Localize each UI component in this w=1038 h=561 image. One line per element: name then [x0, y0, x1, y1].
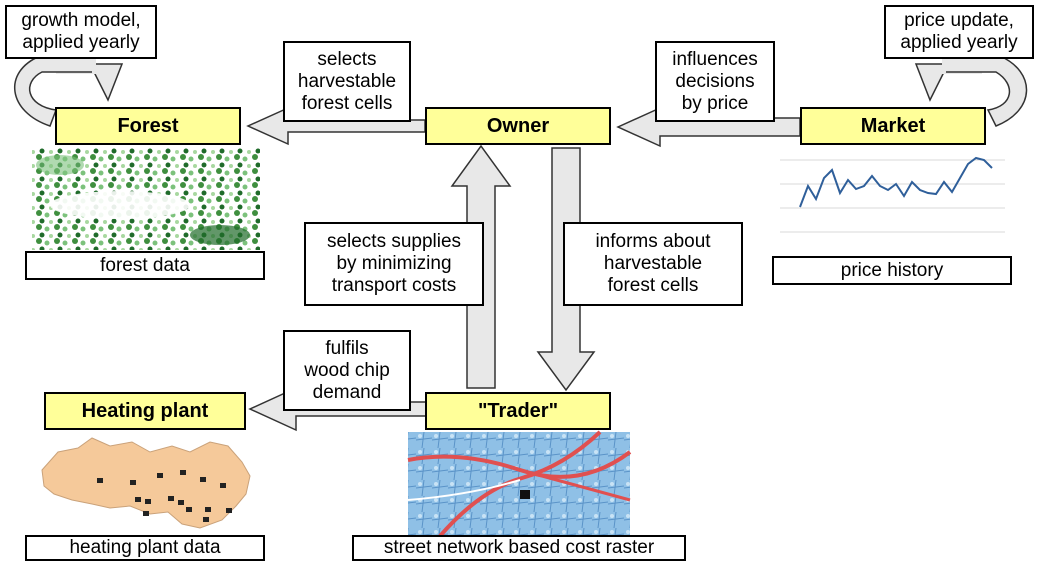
- trader-node: "Trader": [425, 392, 611, 430]
- factory-icon: [143, 511, 149, 516]
- owner-node: Owner: [425, 107, 611, 145]
- heating-plant-node: Heating plant: [44, 392, 246, 430]
- cost-raster-caption: street network based cost raster: [352, 535, 686, 561]
- fulfils-demand-label: fulfils wood chip demand: [283, 330, 411, 411]
- forest-data-caption: forest data: [25, 251, 265, 280]
- street-network-map: [407, 430, 632, 538]
- plant-markers: [97, 470, 232, 522]
- factory-icon: [203, 517, 209, 522]
- factory-icon: [220, 483, 226, 488]
- heating-plant-region-map: [41, 437, 251, 529]
- factory-icon: [130, 480, 136, 485]
- price-history-caption: price history: [772, 256, 1012, 285]
- factory-icon: [186, 507, 192, 512]
- influences-decisions-label: influences decisions by price: [655, 41, 775, 122]
- factory-icon: [145, 499, 151, 504]
- market-node: Market: [800, 107, 986, 145]
- price-history-chart: [780, 156, 1005, 233]
- forest-map-image: [32, 148, 260, 250]
- growth-model-label: growth model, applied yearly: [5, 5, 157, 59]
- selects-supplies-label: selects supplies by minimizing transport…: [304, 222, 484, 306]
- factory-icon: [226, 508, 232, 513]
- factory-icon: [200, 477, 206, 482]
- price-update-label: price update, applied yearly: [884, 5, 1034, 59]
- factory-icon: [135, 497, 141, 502]
- factory-icon: [180, 470, 186, 475]
- selects-harvestable-label: selects harvestable forest cells: [283, 41, 411, 122]
- factory-icon: [168, 496, 174, 501]
- factory-icon: [97, 478, 103, 483]
- informs-about-label: informs about harvestable forest cells: [563, 222, 743, 306]
- forest-node: Forest: [55, 107, 241, 145]
- factory-icon: [520, 490, 530, 499]
- factory-icon: [178, 500, 184, 505]
- factory-icon: [157, 473, 163, 478]
- factory-icon: [205, 507, 211, 512]
- heating-plant-data-caption: heating plant data: [25, 535, 265, 561]
